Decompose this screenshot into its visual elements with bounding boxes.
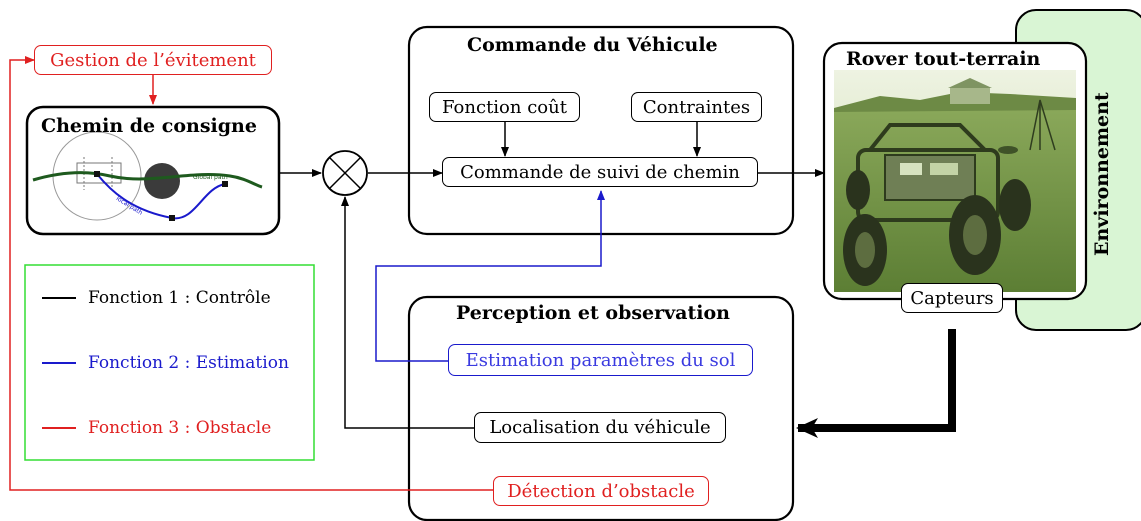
contraintes-node: Contraintes — [631, 92, 762, 122]
commande-title: Commande du Véhicule — [467, 34, 718, 56]
fonction-cout-node: Fonction coût — [429, 92, 580, 122]
global-path-label: Global path — [193, 174, 228, 181]
arrow-localisation-to-junction — [341, 196, 474, 429]
suivi-chemin-node: Commande de suivi de chemin — [442, 157, 758, 187]
summing-junction — [322, 150, 368, 196]
detection-obstacle-node: Détection d’obstacle — [493, 476, 709, 506]
gestion-evitement-node: Gestion de l’évitement — [34, 45, 272, 75]
environnement-title: Environnement — [1091, 92, 1113, 256]
legend-label-estimation: Fonction 2 : Estimation — [88, 353, 289, 373]
legend-label-control: Fonction 1 : Contrôle — [88, 288, 271, 308]
arrow-estimation-to-suivi — [375, 190, 605, 362]
arrow-capteurs-to-perception — [796, 329, 956, 438]
localisation-node: Localisation du véhicule — [474, 412, 726, 443]
legend-label-obstacle: Fonction 3 : Obstacle — [88, 418, 272, 438]
perception-title: Perception et observation — [456, 302, 730, 324]
path-illustration — [32, 131, 263, 221]
estimation-node: Estimation paramètres du sol — [448, 344, 753, 376]
capteurs-node: Capteurs — [901, 283, 1003, 313]
chemin-title: Chemin de consigne — [41, 115, 257, 137]
rover-title: Rover tout-terrain — [846, 48, 1041, 70]
arrow-detection-to-gestion — [9, 56, 493, 491]
rover-photo — [834, 70, 1076, 292]
